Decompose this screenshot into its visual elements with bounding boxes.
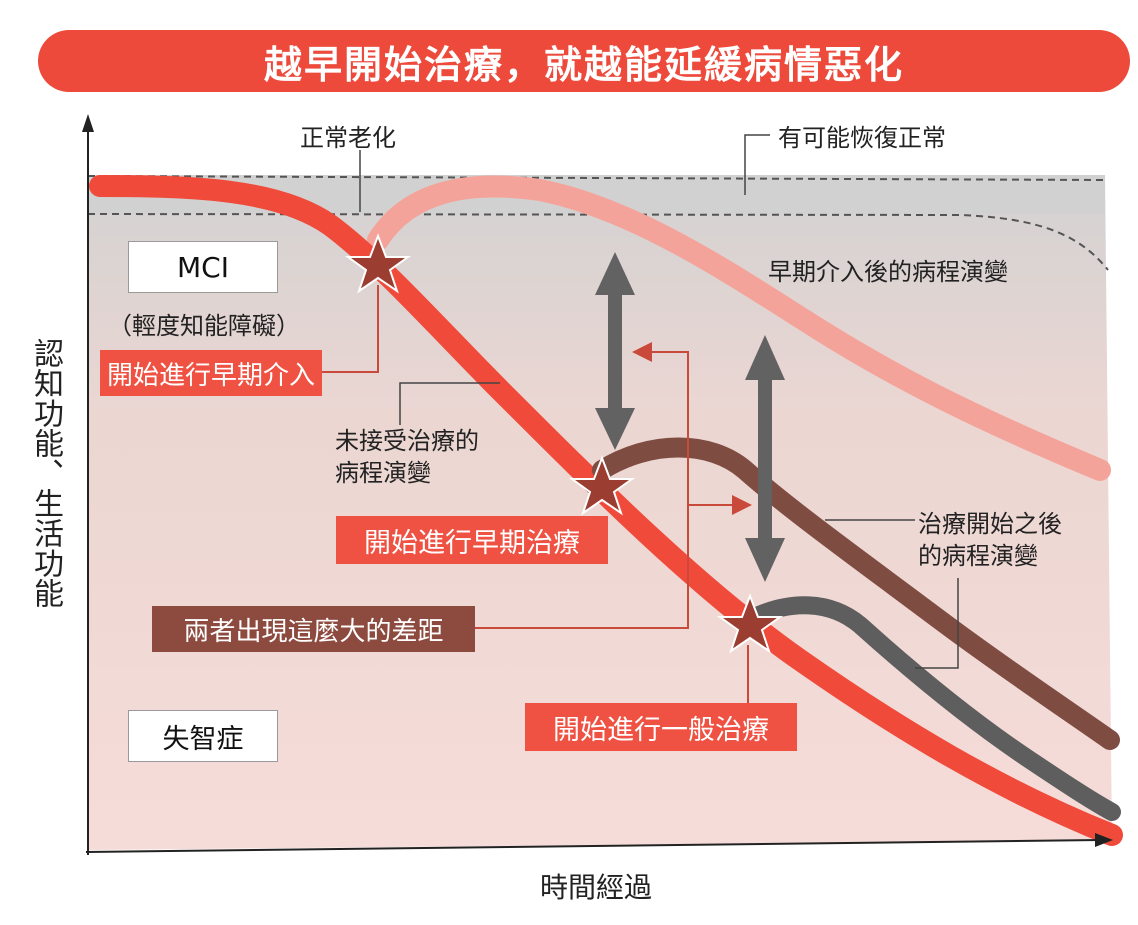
gap-connector-arrow-upper [475,342,689,629]
after-treatment-pointer-2 [915,578,959,669]
gap-double-arrow-2 [745,335,785,582]
big-gap-label: 兩者出現這麼大的差距 [183,616,444,647]
mci-label-box: MCI [128,241,278,293]
general-treatment-star-icon [716,593,784,654]
general-treatment-curve [743,596,1121,821]
untreated-course-label: 未接受治療的 病程演變 [335,425,479,489]
start-early-treatment-box: 開始進行早期治療 [336,516,608,564]
x-axis-arrowhead-icon [1095,833,1113,847]
normal-aging-lower-dashed-line [87,213,1109,271]
early-intervention-star-icon [344,233,412,294]
mci-subtitle: （輕度知能障礙） [108,312,300,340]
start-general-treatment-box: 開始進行一般治療 [525,703,797,751]
big-gap-box: 兩者出現這麼大的差距 [152,606,475,652]
y-axis-label: 認知功能、生活功能 [28,338,63,608]
gap-double-arrow-1 [595,252,635,450]
x-axis [85,839,1101,853]
early-intervention-curve [367,175,1111,481]
after-treatment-line-1: 治療開始之後 [918,510,1062,538]
early-treatment-star-icon [568,455,636,516]
early-intervention-pointer [322,285,379,373]
untreated-course-pointer [399,382,500,425]
untreated-course-line-1: 未接受治療的 [335,427,479,455]
title-banner: 越早開始治療，就越能延緩病情惡化 [38,30,1130,92]
start-general-treatment-label: 開始進行一般治療 [553,714,769,746]
start-early-intervention-box: 開始進行早期介入 [100,350,322,396]
after-treatment-line-2: 的病程演變 [918,542,1038,570]
start-early-treatment-label: 開始進行早期治療 [364,527,580,559]
dementia-label-box: 失智症 [128,710,278,762]
may-recover-label: 有可能恢復正常 [778,124,946,152]
diagram-title: 越早開始治療，就越能延緩病情惡化 [263,42,904,87]
untreated-course-curve [89,175,1123,846]
early-course-label: 早期介入後的病程演變 [768,258,1008,286]
mci-label: MCI [177,250,229,284]
y-axis-arrowhead-icon [82,114,94,132]
start-early-intervention-label: 開始進行早期介入 [106,360,315,391]
normal-aging-label: 正常老化 [300,124,396,152]
after-treatment-label: 治療開始之後 的病程演變 [918,508,1062,572]
may-recover-pointer [744,134,770,195]
x-axis-label: 時間經過 [540,871,653,904]
normal-aging-upper-dashed-line [87,175,1106,181]
untreated-course-line-2: 病程演變 [335,459,431,487]
dementia-label: 失智症 [162,723,244,755]
